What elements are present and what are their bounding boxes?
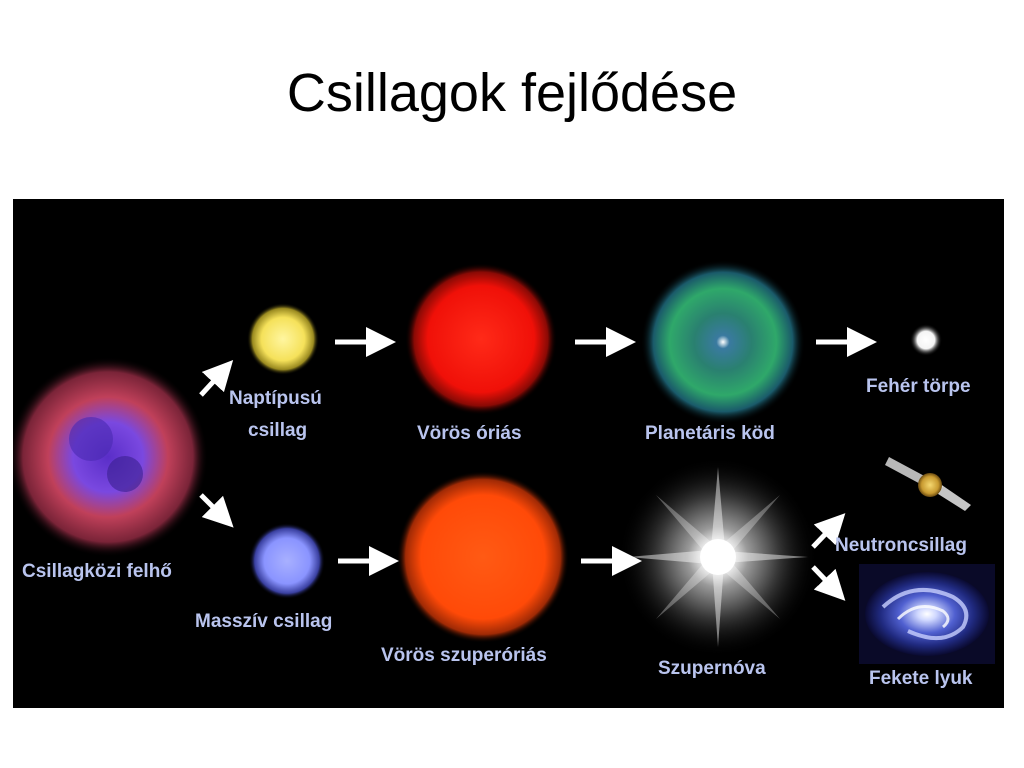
- supernova: [618, 457, 818, 657]
- massive-star: [249, 523, 325, 599]
- label-neutron-star: Neutroncsillag: [835, 535, 967, 556]
- neutron-star: [885, 457, 971, 511]
- label-planetary-nebula: Planetáris köd: [645, 423, 775, 444]
- arrow-cloud-to-massive: [199, 493, 234, 528]
- stellar-evolution-diagram: Csillagközi felhő Naptípusú csillag Vörö…: [13, 199, 1004, 708]
- label-sunlike-line2: csillag: [248, 420, 307, 441]
- label-massive-star: Masszív csillag: [195, 611, 332, 632]
- arrow-supernova-to-neutron: [811, 513, 846, 549]
- flow-arrows: [199, 327, 877, 601]
- red-supergiant: [397, 471, 569, 643]
- arrow-supernova-to-blackhole: [811, 565, 846, 601]
- black-hole: [859, 564, 995, 664]
- label-black-hole: Fekete lyuk: [869, 668, 973, 689]
- sunlike-star: [247, 303, 319, 375]
- label-white-dwarf: Fehér törpe: [866, 376, 971, 397]
- interstellar-cloud: [13, 357, 208, 557]
- label-red-giant: Vörös óriás: [417, 423, 522, 444]
- label-red-supergiant: Vörös szuperóriás: [381, 645, 547, 666]
- planetary-nebula: [641, 260, 805, 424]
- label-cloud: Csillagközi felhő: [22, 561, 172, 582]
- white-dwarf: [910, 324, 942, 356]
- arrow-cloud-to-sunlike: [199, 359, 234, 397]
- label-supernova: Szupernóva: [658, 658, 766, 679]
- label-sunlike-line1: Naptípusú: [229, 388, 322, 409]
- slide-title: Csillagok fejlődése: [286, 63, 738, 123]
- red-giant: [405, 263, 557, 415]
